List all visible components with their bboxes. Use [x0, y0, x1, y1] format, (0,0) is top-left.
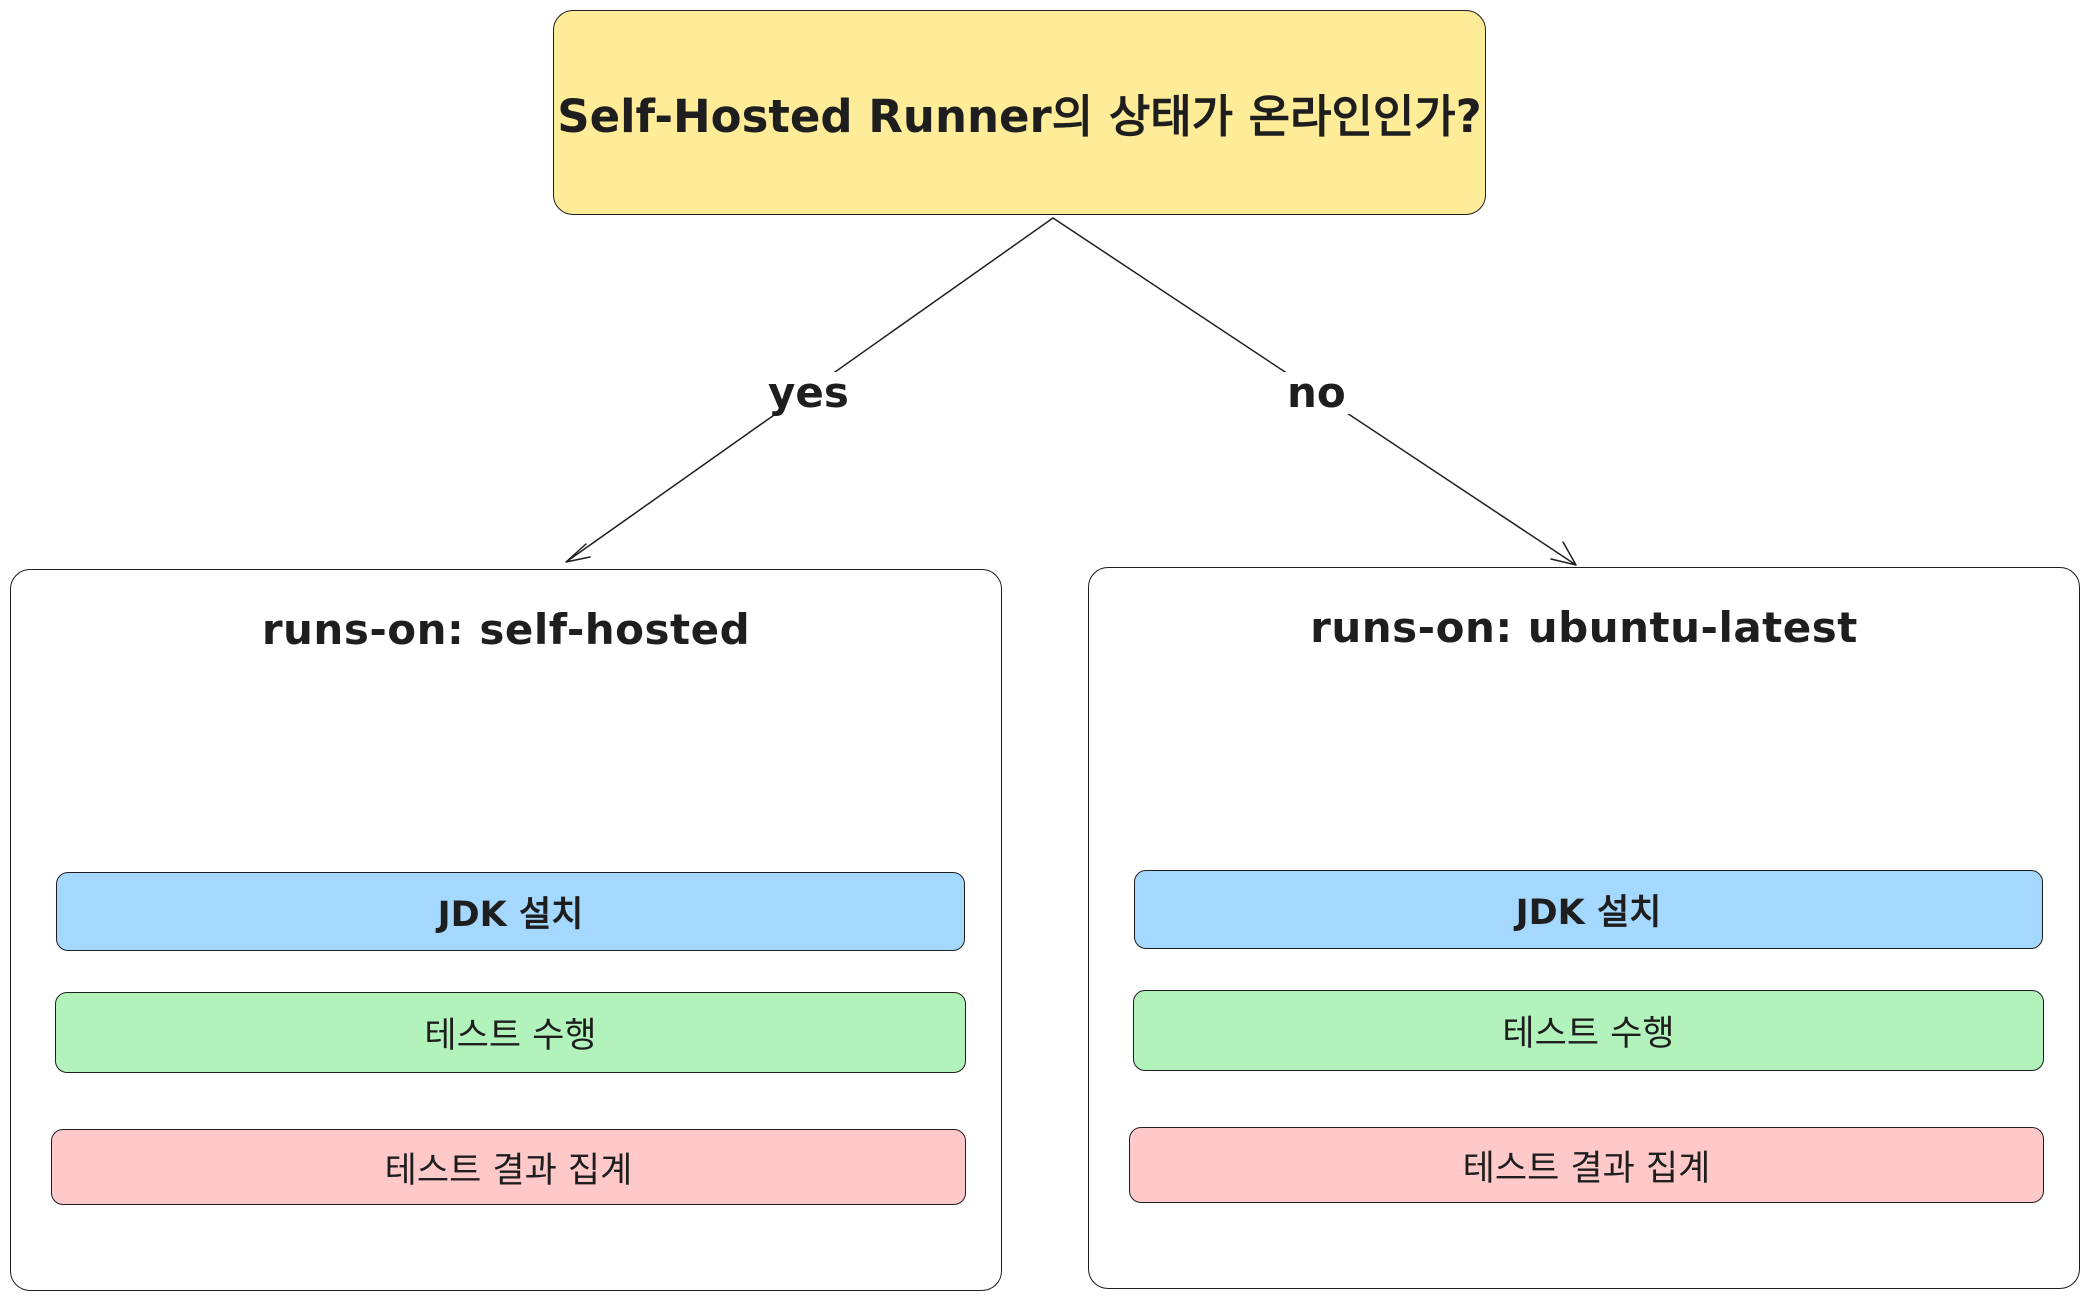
right-run-tests-step: 테스트 수행	[1133, 990, 2044, 1071]
left-aggregate-results-step: 테스트 결과 집계	[51, 1129, 966, 1205]
decision-text: Self-Hosted Runner의 상태가 온라인인가?	[557, 90, 1482, 143]
left-run-tests-step: 테스트 수행	[55, 992, 966, 1073]
ubuntu-title: runs-on: ubuntu-latest	[1310, 603, 1858, 652]
right-jdk-install-step: JDK 설치	[1134, 870, 2043, 949]
right-aggregate-results-step: 테스트 결과 집계	[1129, 1127, 2044, 1203]
no-label: no	[1281, 372, 1352, 414]
runner-status-decision: Self-Hosted Runner의 상태가 온라인인가?	[553, 10, 1486, 215]
left-jdk-install-step: JDK 설치	[56, 872, 965, 951]
yes-label: yes	[762, 372, 855, 414]
self-hosted-title: runs-on: self-hosted	[261, 605, 751, 654]
